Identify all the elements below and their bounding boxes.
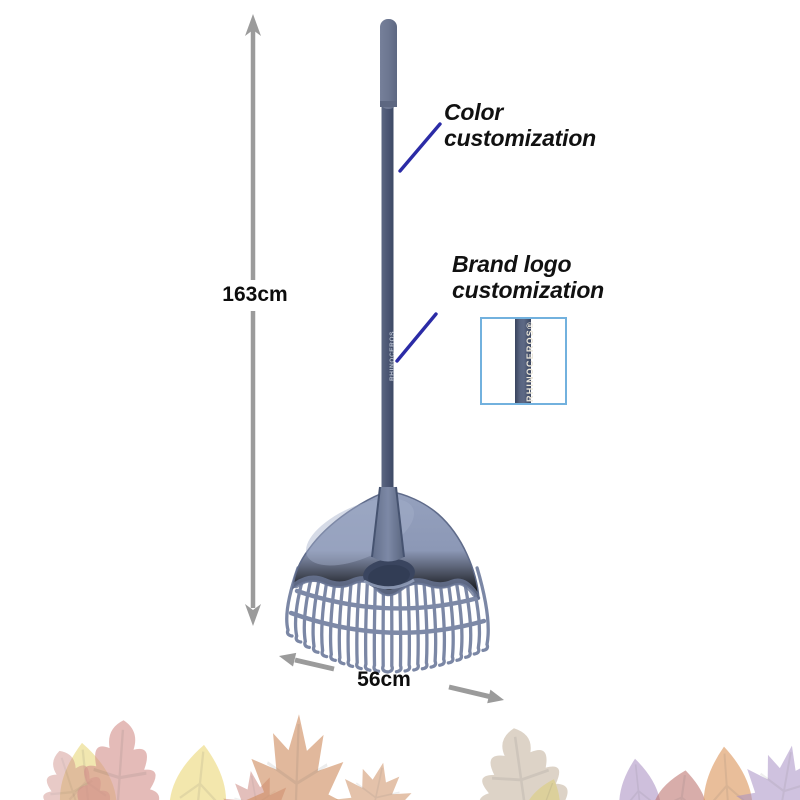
- rake: [285, 19, 490, 674]
- rake-tine: [355, 566, 363, 671]
- brand-logo-callout-line: [395, 312, 438, 363]
- color-customization-line2: customization: [444, 125, 597, 151]
- width-dimension-arrows: [279, 652, 504, 704]
- rake-tine-crossbars: [288, 588, 487, 635]
- height-dimension-label: 163cm: [222, 283, 288, 306]
- rake-tine: [459, 566, 473, 659]
- autumn-leaves-decoration: [25, 710, 800, 800]
- rake-head-socket: [371, 486, 405, 562]
- rake-tine: [346, 566, 355, 669]
- width-arrow-right: [448, 684, 490, 699]
- rake-tine: [436, 566, 447, 667]
- rake-tine: [420, 566, 429, 671]
- rake-tine: [475, 566, 490, 653]
- height-dimension-arrow: [245, 14, 261, 626]
- brand-logo-label: Brand logo customization: [452, 251, 604, 303]
- color-customization-line1: Color: [444, 99, 504, 125]
- rake-head-hole: [363, 558, 415, 590]
- rake-tine: [386, 566, 394, 674]
- brand-logo-line1: Brand logo: [452, 251, 572, 277]
- brand-logo-inset: RHINOCEROS®: [480, 317, 567, 405]
- rake-tine: [452, 566, 464, 662]
- rake-tines: [285, 566, 490, 674]
- inset-handle-bar: RHINOCEROS®: [515, 319, 535, 403]
- rake-tine: [403, 566, 412, 673]
- shaft-brand-text: RHINOCEROS: [389, 330, 396, 381]
- rake-tine: [328, 566, 339, 663]
- rake-tine: [320, 566, 331, 659]
- rake-tine: [381, 566, 389, 674]
- rake-tine: [337, 566, 347, 666]
- color-customization-label: Color customization: [444, 99, 596, 151]
- width-dimension-label: 56cm: [357, 668, 411, 691]
- rake-tine: [444, 566, 455, 665]
- color-customization-callout-line: [398, 122, 442, 173]
- rake-handle-shaft: [381, 98, 394, 492]
- inset-brand-text: RHINOCEROS®: [525, 321, 535, 402]
- rake-handle-grip: [380, 19, 397, 109]
- rake-tine: [285, 566, 300, 638]
- rake-tine: [363, 566, 372, 672]
- rake-tine: [372, 566, 381, 673]
- brand-logo-line2: customization: [452, 277, 605, 303]
- rake-tine: [428, 566, 438, 669]
- rake-tine: [412, 566, 420, 672]
- rake-tine: [311, 566, 324, 654]
- rake-tine: [394, 566, 403, 674]
- width-arrow-left: [294, 657, 335, 672]
